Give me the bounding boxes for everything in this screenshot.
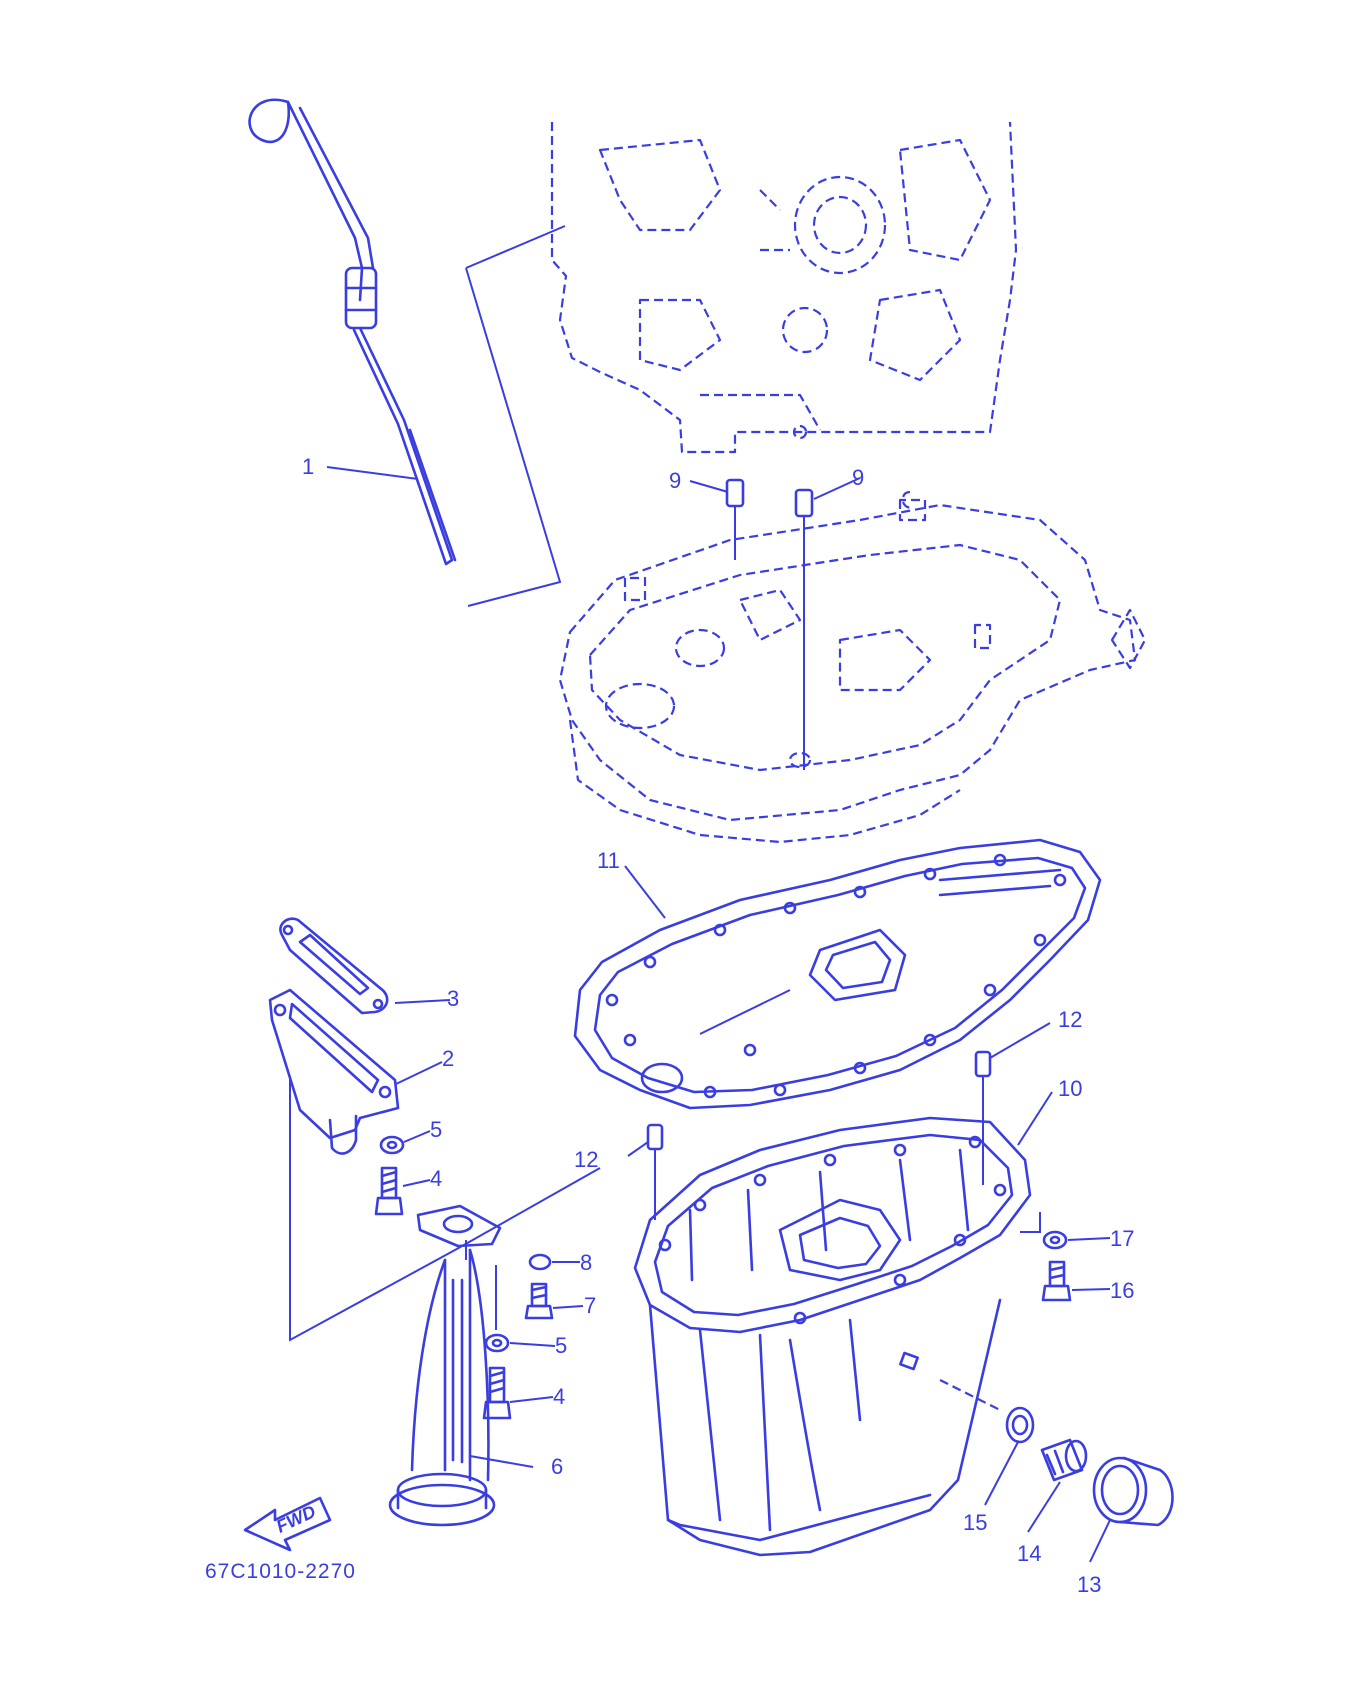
callout-8: 8 [580,1250,592,1275]
oil-pan-gasket [573,838,1102,1110]
oil-strainer [388,1204,502,1527]
callout-16: 16 [1110,1278,1134,1303]
callout-5-lower: 5 [555,1333,567,1358]
callout-15: 15 [963,1510,987,1535]
bolt-guide-lines [465,1240,497,1330]
plug-13 [1092,1456,1174,1527]
bolt-4-lower [482,1366,512,1420]
washer-5-lower [484,1333,510,1353]
callout-7: 7 [584,1293,596,1318]
callout-labels: 1 9 9 11 3 2 5 4 8 7 5 4 6 12 12 10 17 1… [302,454,1134,1597]
dowel-pin-9-left [725,478,745,560]
dowel-pin-12-left [646,1123,664,1220]
bolt-16 [1041,1260,1072,1302]
washer-8 [528,1253,552,1271]
callout-12-right: 12 [1058,1007,1082,1032]
callout-6: 6 [551,1454,563,1479]
fwd-arrow-icon: FWD [243,1496,332,1552]
engine-block [550,121,1018,454]
callout-17: 17 [1110,1226,1134,1251]
callout-1: 1 [302,454,314,479]
dowel-pin-12-right [974,1050,992,1185]
dipstick [248,98,457,566]
callout-2: 2 [442,1046,454,1071]
gasket-15 [1005,1406,1035,1444]
drain-bolt-14 [1040,1438,1088,1482]
part-code: 67C1010-2270 [205,1560,356,1583]
washer-5-upper [379,1135,405,1155]
washer-17 [1042,1230,1068,1250]
leader-lines [326,466,1111,1563]
strainer-bracket-line [289,1076,601,1342]
callout-9-left: 9 [669,468,681,493]
oil-pan [633,1116,1032,1557]
callout-4-upper: 4 [430,1166,442,1191]
callout-11: 11 [597,848,620,873]
callout-14: 14 [1017,1541,1041,1566]
bolt-4-upper [374,1166,404,1216]
callout-10: 10 [1058,1076,1082,1101]
fwd-label: FWD [273,1501,319,1536]
bolt-7 [524,1282,554,1320]
callout-13: 13 [1077,1572,1101,1597]
callout-12-left: 12 [574,1147,598,1172]
callout-4-lower: 4 [553,1384,565,1409]
washer-17-guide [1020,1212,1041,1233]
dipstick-guide-line [465,225,566,607]
strainer-housing [268,988,400,1155]
callout-9-right: 9 [852,465,864,490]
strainer-gasket [279,917,389,1015]
callout-3: 3 [447,986,459,1011]
callout-5-upper: 5 [430,1117,442,1142]
upper-casing [558,490,1147,844]
dowel-pin-9-right [794,488,814,770]
